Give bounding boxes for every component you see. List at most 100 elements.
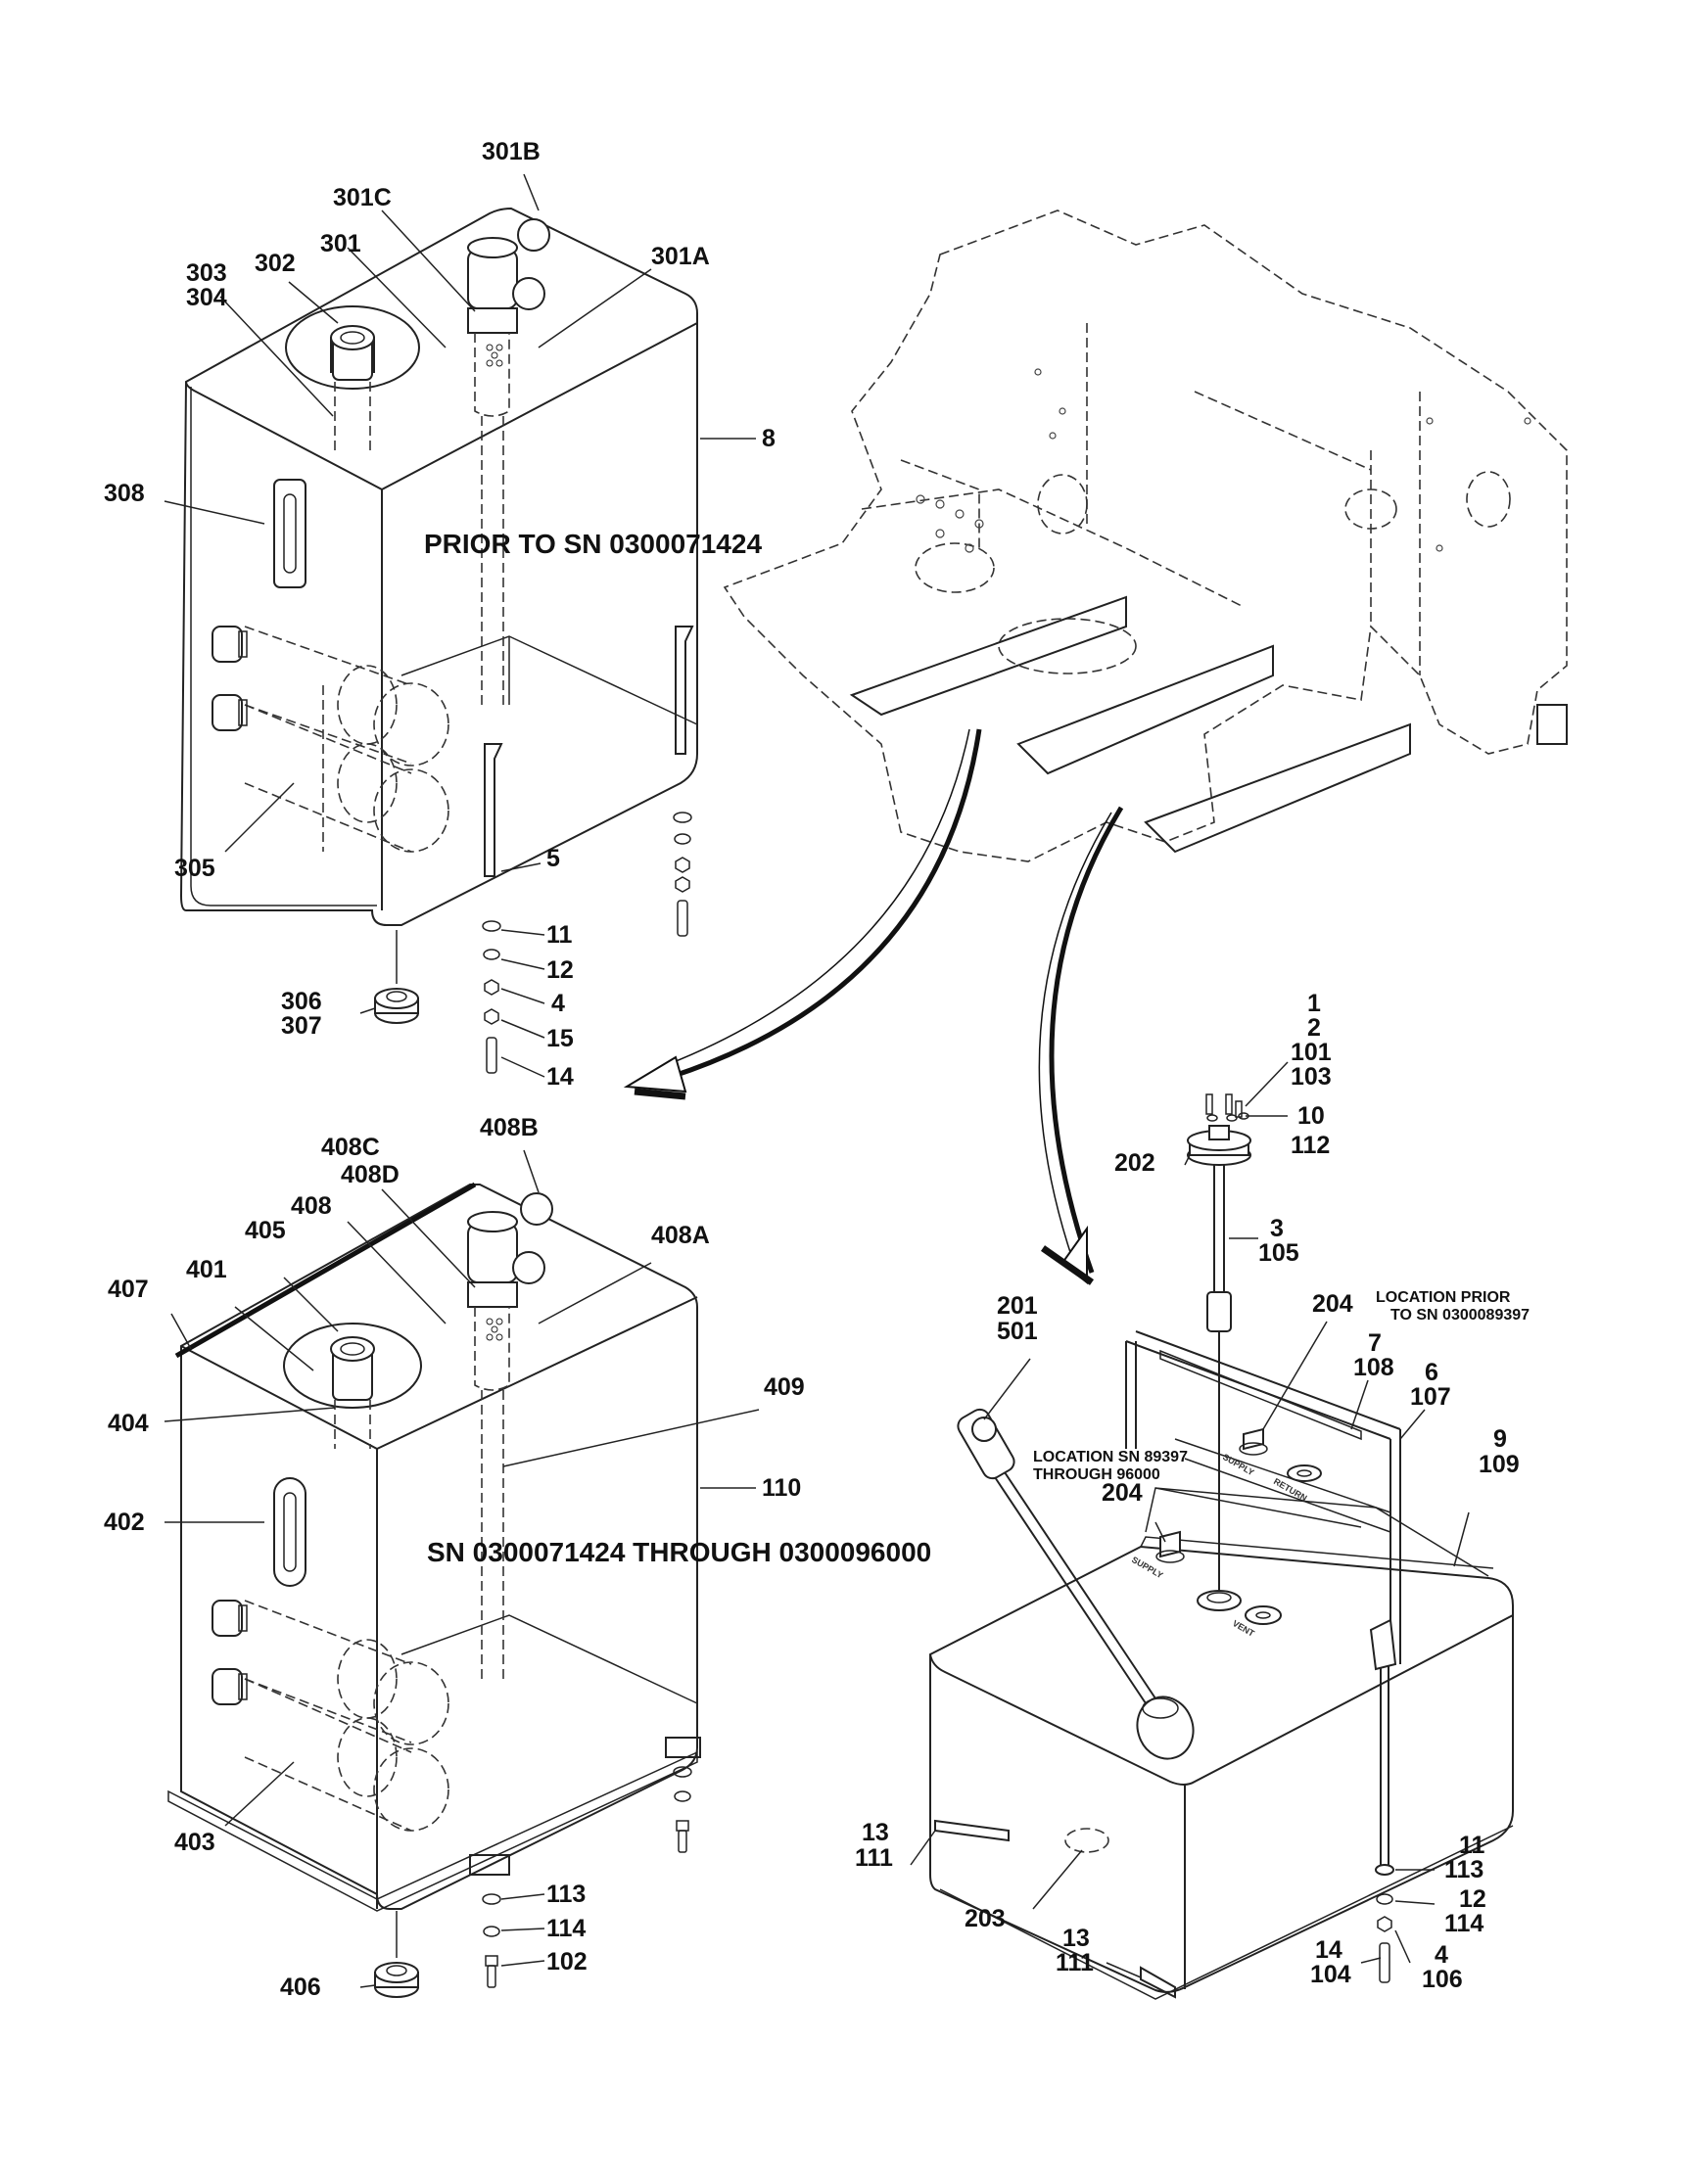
filler-cap-icon (285, 305, 420, 450)
callout-408c: 408C (321, 1134, 380, 1161)
callout-r112: 112 (1291, 1132, 1330, 1159)
callout-405: 405 (245, 1217, 286, 1244)
callout-404: 404 (108, 1410, 149, 1437)
leader-lines (164, 173, 1470, 1988)
callout-r11: 11 (1459, 1832, 1485, 1859)
hardware-stack-icon (482, 1766, 692, 1988)
callout-r105: 105 (1258, 1239, 1299, 1267)
callout-r13b: 13 (1062, 1925, 1090, 1952)
port-label-supply-2: SUPPLY (1130, 1555, 1164, 1580)
callout-114: 114 (546, 1915, 586, 1942)
level-sender-icon (1187, 1093, 1251, 1611)
callout-15: 15 (546, 1025, 574, 1052)
callout-r12: 12 (1459, 1885, 1486, 1913)
arrow-to-middle-tank (623, 728, 982, 1100)
callout-408d: 408D (341, 1161, 400, 1188)
callout-r201: 201 (997, 1292, 1038, 1320)
callout-307: 307 (281, 1012, 322, 1040)
callout-r111b: 111 (1056, 1949, 1094, 1976)
callout-409: 409 (764, 1373, 805, 1401)
callout-402: 402 (104, 1509, 145, 1536)
caption-prior: PRIOR TO SN 0300071424 (424, 529, 762, 559)
callout-r14: 14 (1315, 1936, 1342, 1964)
callout-r10: 10 (1297, 1102, 1325, 1130)
sight-gauge-icon (273, 1477, 306, 1587)
callout-r106: 106 (1422, 1966, 1463, 1993)
callout-113: 113 (546, 1881, 586, 1908)
callout-8: 8 (762, 425, 776, 452)
callout-5: 5 (546, 845, 560, 872)
port-supply-icon (1239, 1427, 1268, 1456)
caption-through: SN 0300071424 THROUGH 0300096000 (427, 1537, 931, 1567)
callout-r3: 3 (1270, 1215, 1284, 1242)
callout-r103: 103 (1291, 1063, 1332, 1091)
filter-cylinders-icon (212, 626, 449, 853)
callout-301c: 301C (333, 184, 392, 211)
callout-11: 11 (546, 921, 573, 949)
sight-gauge-icon (273, 479, 306, 588)
callout-r113: 113 (1444, 1856, 1483, 1883)
strap-hardware-icon (1369, 1618, 1397, 1983)
tank-prior (179, 207, 698, 1074)
hardware-stack-icon (482, 812, 692, 1074)
port-return-icon (1287, 1464, 1322, 1482)
note-location-prior-sn: TO SN 0300089397 (1390, 1307, 1530, 1324)
callout-406: 406 (280, 1974, 321, 2001)
callout-r6: 6 (1425, 1359, 1438, 1386)
port-vent-icon (1245, 1605, 1282, 1625)
callout-301a: 301A (651, 243, 710, 270)
rubber-foot-icon (374, 1911, 419, 1998)
callout-301b: 301B (482, 138, 541, 165)
port-supply-2-icon (1155, 1530, 1185, 1563)
filler-cap-icon (283, 1323, 422, 1449)
callout-306: 306 (281, 988, 322, 1015)
callout-r9: 9 (1493, 1425, 1507, 1453)
callout-304: 304 (186, 284, 227, 311)
callout-r2: 2 (1307, 1014, 1321, 1042)
callout-r111a: 111 (855, 1844, 893, 1872)
callout-r203: 203 (965, 1905, 1006, 1932)
callout-r202: 202 (1114, 1149, 1155, 1177)
callout-408a: 408A (651, 1222, 710, 1249)
callout-408: 408 (291, 1192, 332, 1220)
mounting-strap-icon (484, 626, 694, 877)
callout-r109: 109 (1479, 1451, 1520, 1478)
callout-12: 12 (546, 956, 574, 984)
note-location-through-sn: THROUGH 96000 (1033, 1466, 1160, 1483)
rubber-foot-icon (374, 930, 419, 1024)
callout-4: 4 (551, 990, 565, 1017)
callout-r4: 4 (1435, 1941, 1448, 1969)
machine-frame (723, 209, 1568, 862)
callout-401: 401 (186, 1256, 227, 1283)
callout-r204b: 204 (1102, 1479, 1143, 1507)
note-location-prior: LOCATION PRIOR (1376, 1289, 1511, 1306)
callout-r1: 1 (1307, 990, 1321, 1017)
callout-408b: 408B (480, 1114, 539, 1141)
callout-302: 302 (255, 250, 296, 277)
callout-403: 403 (174, 1829, 215, 1856)
filter-cylinders-icon (212, 1600, 449, 1832)
callouts: 301B 301C 301 301A 303 304 302 8 308 305… (104, 138, 1520, 2001)
callout-r107: 107 (1410, 1383, 1451, 1411)
callout-308: 308 (104, 480, 145, 507)
callout-102: 102 (546, 1948, 588, 1975)
callout-301: 301 (320, 230, 361, 257)
callout-407: 407 (108, 1276, 149, 1303)
tank-current (929, 1093, 1514, 2000)
filler-dipstick-icon (957, 1408, 1195, 1760)
tank-through (167, 1182, 701, 1998)
callout-r13a: 13 (862, 1819, 889, 1846)
callout-14: 14 (546, 1063, 574, 1091)
callout-r104: 104 (1310, 1961, 1351, 1988)
mounting-bracket-icon (469, 1737, 701, 1876)
callout-r101: 101 (1291, 1039, 1332, 1066)
callout-r204a: 204 (1312, 1290, 1353, 1318)
callout-305: 305 (174, 855, 215, 882)
callout-r108: 108 (1353, 1354, 1394, 1381)
breather-icon (467, 218, 550, 705)
callout-r501: 501 (997, 1318, 1038, 1345)
drain-plug-icon (1064, 1828, 1109, 1853)
callout-110: 110 (762, 1474, 801, 1502)
callout-r114: 114 (1444, 1910, 1483, 1937)
